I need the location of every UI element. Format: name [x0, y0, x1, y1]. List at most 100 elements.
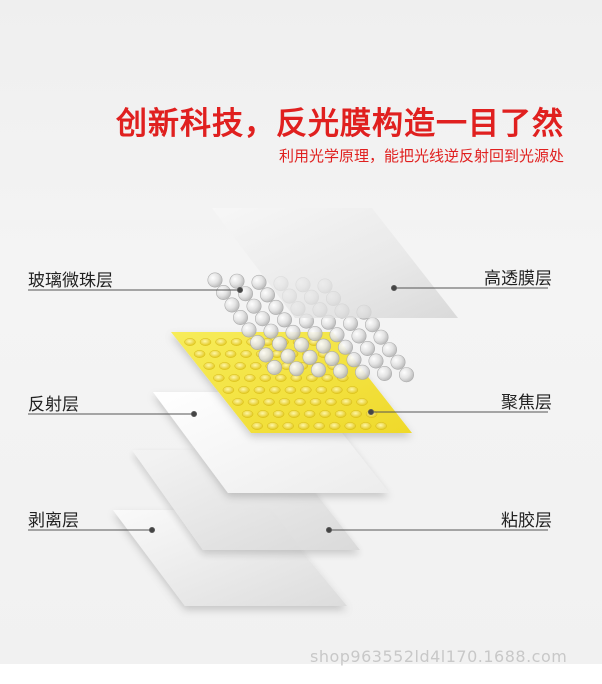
focusing-dimple — [209, 350, 221, 358]
glass-bead — [359, 340, 375, 356]
glass-bead — [233, 309, 249, 325]
focusing-dimple — [297, 422, 310, 430]
focusing-dimple — [350, 410, 362, 418]
glass-bead — [324, 351, 340, 367]
focusing-dimple — [193, 350, 206, 358]
glass-bead — [216, 284, 232, 300]
transparent-film-leader-dot — [391, 285, 397, 291]
adhesive-layer-sheet — [132, 450, 360, 550]
adhesive-leader-dot — [326, 527, 332, 533]
glass-bead — [255, 311, 271, 327]
focusing-dimple — [263, 398, 275, 406]
release-layer-sheet — [113, 510, 347, 606]
glass-bead — [285, 324, 301, 340]
focusing-dimple — [331, 386, 343, 394]
focusing-dimple — [359, 422, 372, 430]
focusing-dimple — [375, 422, 387, 430]
focusing-dimple — [315, 386, 328, 394]
reflective-leader-dot — [191, 411, 197, 417]
glass-bead — [268, 299, 284, 315]
focusing-dimple — [213, 374, 225, 382]
focusing-dimple — [230, 338, 243, 346]
glass-bead — [307, 326, 323, 342]
focusing-dimple — [240, 350, 252, 358]
glass-bead — [276, 312, 292, 328]
glass-bead — [310, 362, 326, 378]
glass-bead — [280, 348, 296, 364]
glass-bead — [364, 317, 380, 333]
focusing-dimple — [228, 374, 241, 382]
glass-bead — [250, 334, 266, 350]
glass-bead — [329, 327, 345, 343]
focusing-dimple — [234, 362, 246, 370]
focusing-dimple — [282, 422, 294, 430]
focusing-dimple — [319, 410, 331, 418]
glass-bead — [266, 359, 282, 375]
focusing-dimple — [325, 398, 337, 406]
focusing-dimple — [334, 410, 347, 418]
focusing-dimple — [284, 386, 297, 394]
focusing-dimple — [253, 386, 266, 394]
focusing-dimple — [269, 386, 281, 394]
glass-bead — [342, 315, 358, 331]
focusing-dimple — [294, 398, 306, 406]
focusing-dimple — [184, 338, 196, 346]
glass-bead — [368, 353, 384, 369]
focusing-dimple — [257, 410, 269, 418]
glass-bead — [354, 364, 370, 380]
focusing-dimple — [272, 410, 285, 418]
transparent-film-layer-label: 高透膜层 — [484, 269, 552, 289]
focusing-dimple — [222, 386, 235, 394]
release-layer-label: 剥离层 — [28, 511, 79, 531]
focusing-dimple — [244, 374, 256, 382]
focusing-dimple — [313, 422, 325, 430]
focusing-dimple — [303, 410, 316, 418]
glass-bead — [224, 297, 240, 313]
focusing-dimple — [356, 398, 368, 406]
headline: 创新科技，反光膜构造一目了然 — [116, 106, 564, 142]
glass-bead — [390, 354, 406, 370]
release-leader-dot — [149, 527, 155, 533]
focusing-dimple — [259, 374, 272, 382]
glass-bead — [346, 352, 362, 368]
focusing-dimple — [215, 338, 227, 346]
transparent-film-layer-sheet — [212, 208, 458, 318]
glass-bead — [288, 361, 304, 377]
glass-bead — [263, 323, 279, 339]
glass-bead-leader-dot — [237, 287, 243, 293]
layer-diagram — [28, 208, 548, 606]
focusing-dimple — [238, 386, 250, 394]
glass-bead — [376, 365, 392, 381]
glass-bead — [293, 337, 309, 353]
glass-bead — [302, 349, 318, 365]
glass-bead — [337, 339, 353, 355]
focusing-dimple — [328, 422, 341, 430]
glass-bead — [398, 367, 414, 383]
focusing-layer-label: 聚焦层 — [501, 393, 552, 413]
focusing-dimple — [203, 362, 215, 370]
focusing-dimple — [232, 398, 244, 406]
focusing-dimple — [199, 338, 212, 346]
glass-bead — [258, 347, 274, 363]
glass-bead — [251, 274, 267, 290]
focusing-dimple — [309, 398, 322, 406]
adhesive-layer-label: 粘胶层 — [501, 511, 552, 531]
focusing-dimple — [247, 398, 260, 406]
focusing-dimple — [300, 386, 312, 394]
focusing-dimple — [251, 422, 263, 430]
focusing-dimple — [340, 398, 353, 406]
glass-bead — [207, 272, 223, 288]
glass-bead — [351, 328, 367, 344]
focusing-dimple — [275, 374, 287, 382]
glass-bead — [246, 298, 262, 314]
reflective-layer-label: 反射层 — [28, 395, 79, 415]
glass-bead — [332, 363, 348, 379]
glass-bead-layer-label: 玻璃微珠层 — [28, 271, 113, 291]
subheadline: 利用光学原理，能把光线逆反射回到光源处 — [278, 147, 564, 165]
glass-bead — [229, 273, 245, 289]
focusing-dimple — [321, 374, 334, 382]
focusing-dimple — [218, 362, 231, 370]
reflective-layer-sheet — [153, 392, 389, 493]
glass-bead — [259, 287, 275, 303]
focusing-dimple — [224, 350, 237, 358]
